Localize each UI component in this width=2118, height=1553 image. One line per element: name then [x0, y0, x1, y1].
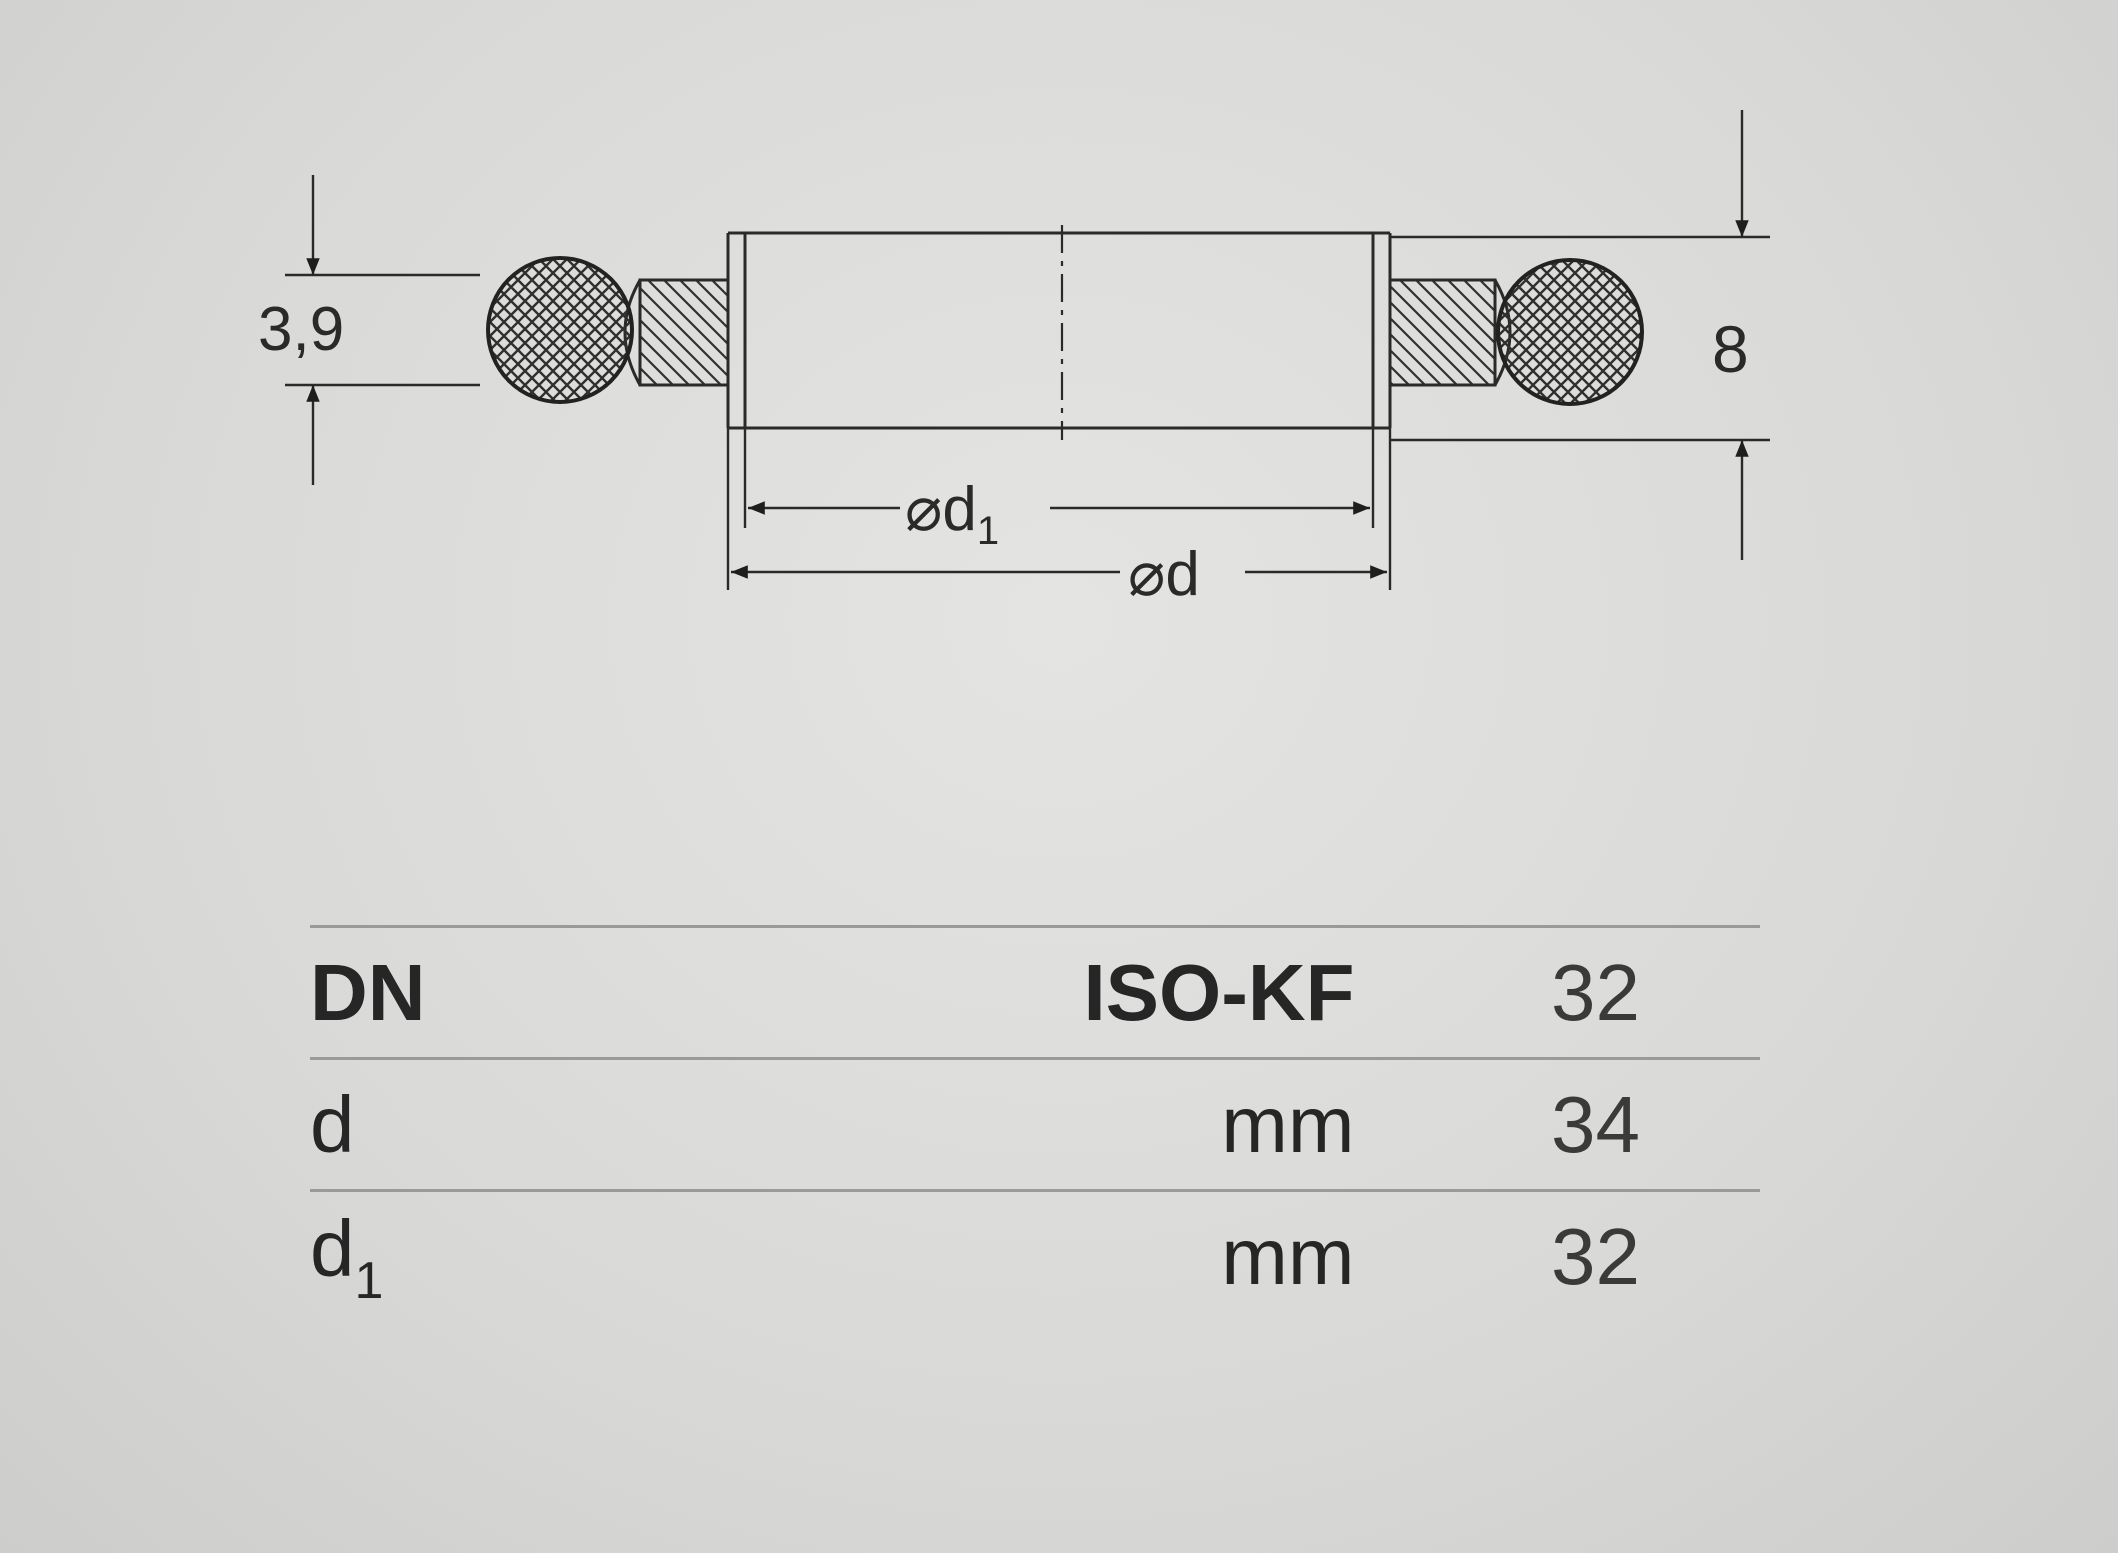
- dim-height: 8: [1712, 312, 1749, 386]
- row-label: d: [310, 1079, 355, 1169]
- row-value: 32: [1551, 1212, 1640, 1302]
- dim-inner-diameter: ⌀d1: [905, 475, 999, 553]
- row-label: DN: [310, 947, 426, 1037]
- right-ring-flange: [1388, 278, 1497, 387]
- left-o-ring: [486, 256, 634, 404]
- spec-table: DN ISO-KF 32 d mm 34 d1 mm 32: [310, 925, 1760, 1323]
- table-row: d mm 34: [310, 1058, 1760, 1191]
- right-o-ring: [1496, 258, 1644, 406]
- centering-ring-drawing: 3,9 8 ⌀d1 ⌀d: [258, 110, 1770, 609]
- row-unit: mm: [1221, 1212, 1355, 1302]
- row-unit: mm: [1221, 1079, 1355, 1169]
- ring-body: [743, 231, 1375, 430]
- row-value: 32: [1551, 947, 1640, 1037]
- row-label: d1: [310, 1204, 384, 1311]
- dim-outer-diameter: ⌀d: [1128, 540, 1200, 609]
- table-row: DN ISO-KF 32: [310, 926, 1760, 1059]
- table-row: d1 mm 32: [310, 1190, 1760, 1323]
- dim-oring-thickness: 3,9: [258, 295, 344, 364]
- left-ring-flange: [638, 278, 730, 387]
- row-label-subscript: 1: [354, 1252, 384, 1311]
- row-unit: ISO-KF: [1083, 947, 1355, 1037]
- row-value: 34: [1551, 1079, 1640, 1169]
